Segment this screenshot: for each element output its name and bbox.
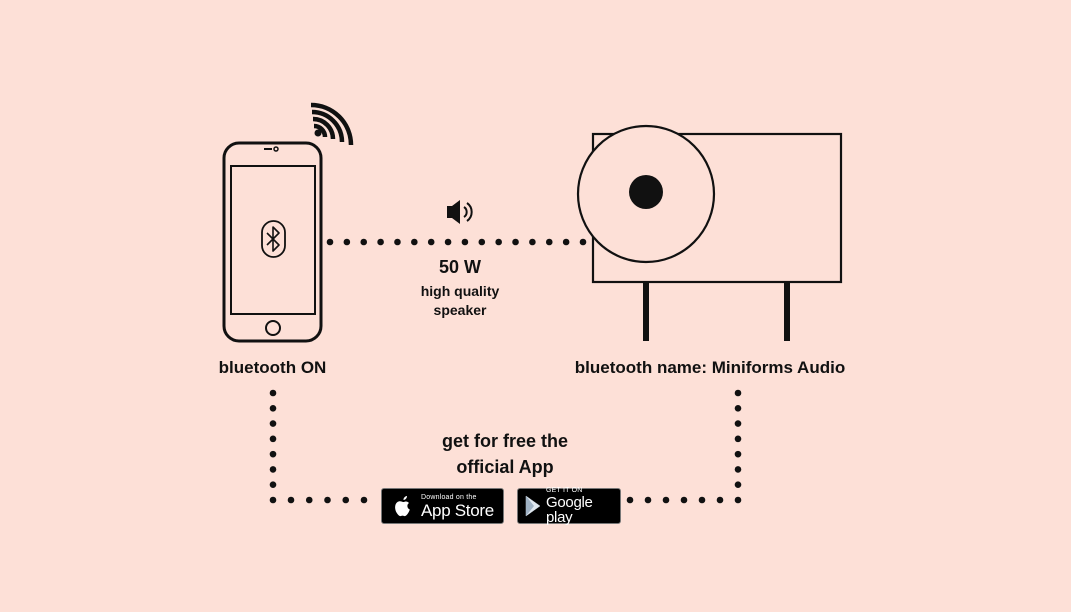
connector-dot xyxy=(343,238,351,246)
google-play-big: Google play xyxy=(546,494,593,526)
bluetooth-icon xyxy=(261,220,286,258)
connector-dot xyxy=(287,496,295,504)
app-line1: get for free the xyxy=(441,431,569,451)
connector-dot xyxy=(269,496,277,504)
connector-dot xyxy=(269,481,277,489)
smartphone xyxy=(222,141,323,343)
app-store-text: Download on the App Store xyxy=(421,494,494,519)
connector-dot xyxy=(326,238,334,246)
google-play-icon xyxy=(525,495,541,517)
connector-dot xyxy=(394,238,401,246)
google-play-button[interactable]: GET IT ON Google play xyxy=(517,487,621,525)
connector-dot xyxy=(734,389,742,397)
connector-dot xyxy=(444,238,452,246)
connector-dot xyxy=(529,238,536,246)
connector-dot xyxy=(698,496,706,504)
connector-dot xyxy=(269,420,277,427)
connector-dot xyxy=(579,238,587,246)
connector-dot xyxy=(269,389,277,397)
connector-dot xyxy=(377,238,384,246)
connector-dot xyxy=(734,420,742,427)
connector-dot xyxy=(644,496,652,504)
connector-dot xyxy=(478,238,486,246)
quality-label: high quality speaker xyxy=(395,282,525,320)
google-play-text: GET IT ON Google play xyxy=(546,487,620,525)
connector-dot xyxy=(269,435,277,443)
connector-dot xyxy=(512,238,519,246)
connector-dot xyxy=(734,496,742,504)
connector-dot xyxy=(734,481,742,489)
app-store-big: App Store xyxy=(421,500,494,520)
connector-dot xyxy=(734,466,742,473)
connector-dot xyxy=(495,238,502,246)
google-play-small: GET IT ON xyxy=(546,487,583,494)
connector-dot xyxy=(360,496,368,504)
connector-dot xyxy=(427,238,435,246)
app-store-button[interactable]: Download on the App Store xyxy=(381,488,504,524)
dotted-connectors xyxy=(269,238,742,504)
app-store-small: Download on the xyxy=(421,493,477,501)
wifi-signal-icon xyxy=(310,102,354,146)
connector-dot xyxy=(562,238,570,246)
apple-icon xyxy=(395,496,410,517)
connector-dot xyxy=(269,450,277,458)
connector-dot xyxy=(662,496,670,504)
speaker-label: bluetooth name: Miniforms Audio xyxy=(574,358,846,377)
connector-dot xyxy=(269,404,277,412)
power-label: 50 W xyxy=(438,257,481,277)
connector-dot xyxy=(342,496,350,504)
connector-dot xyxy=(461,238,469,246)
speaker-volume-icon xyxy=(447,200,473,224)
connector-dot xyxy=(305,496,313,504)
connector-dot xyxy=(360,238,368,246)
connector-dot xyxy=(716,496,724,504)
connector-dot xyxy=(324,496,331,504)
connector-dot xyxy=(734,404,742,412)
app-label: get for free the official App xyxy=(400,428,610,480)
quality-line2: speaker xyxy=(433,302,487,318)
connector-dot xyxy=(626,496,634,504)
connector-dot xyxy=(680,496,688,504)
speaker-device xyxy=(576,124,843,341)
app-line2: official App xyxy=(456,457,554,477)
connector-dot xyxy=(545,238,553,246)
connector-dot xyxy=(734,435,742,443)
connector-dot xyxy=(269,466,277,473)
phone-label: bluetooth ON xyxy=(218,358,327,377)
connector-dot xyxy=(411,238,418,246)
connector-dot xyxy=(734,450,742,458)
quality-line1: high quality xyxy=(420,283,500,299)
